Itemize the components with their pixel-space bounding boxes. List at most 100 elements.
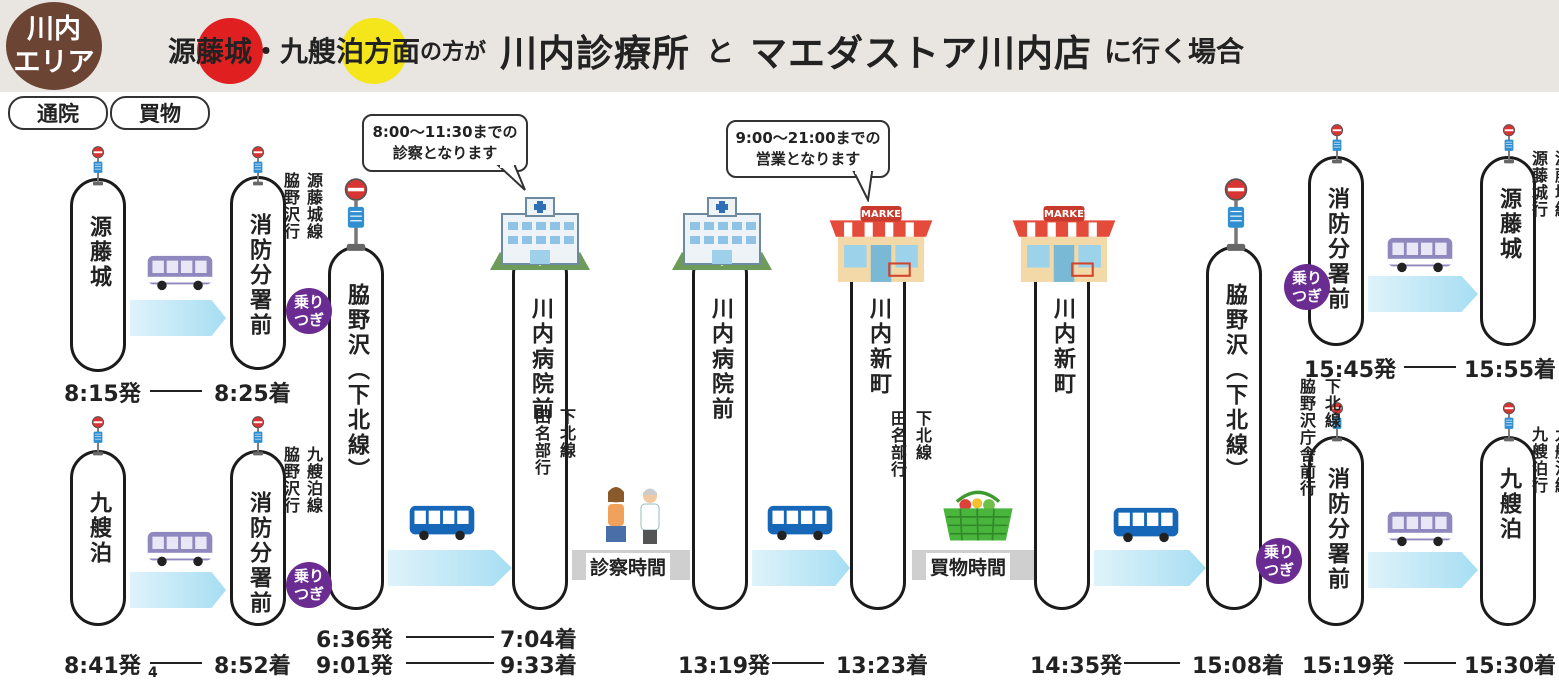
stop-label: 川内病院前 — [708, 297, 733, 422]
stop-capsule-kawauchi-shinmachi-pm2: 川内新町 — [1034, 246, 1090, 610]
bus-icon — [146, 254, 214, 292]
stop-capsule-shobo-pm2: 消防分署前 — [1308, 436, 1364, 626]
stop-label: 九艘泊 — [86, 491, 111, 566]
bus-icon — [1386, 510, 1454, 548]
bubble-line: 診察となります — [392, 144, 498, 162]
time-arrive: 8:52着 — [214, 654, 291, 679]
stop-capsule-kawauchi-hospital-pm: 川内病院前 — [692, 246, 748, 610]
time-connector — [406, 662, 494, 664]
page-title: 源藤城・九艘泊方面 の方が 川内診療所 と マエダストア川内店 に行く場合 — [168, 22, 1244, 78]
stop-capsule-shobo-am2: 消防分署前 — [230, 450, 286, 626]
stop-label: 消防分署前 — [246, 491, 271, 616]
stop-label: 源藤城 — [86, 215, 111, 290]
route-arrow — [752, 550, 850, 586]
market-sign-text: MARKET — [861, 209, 908, 220]
stop-capsule-shobo-pm: 消防分署前 — [1308, 156, 1364, 346]
stop-label: 川内新町 — [1050, 297, 1075, 397]
stop-label: 源藤城 — [1496, 187, 1521, 262]
bus-icon — [1386, 236, 1454, 274]
transfer-badge: 乗りつぎ — [286, 562, 332, 608]
bubble-line: 営業となります — [755, 150, 861, 168]
time-depart: 8:15発 — [64, 382, 141, 407]
time-arrive: 15:30着 — [1464, 654, 1557, 679]
bus-stop-icon — [342, 178, 370, 252]
bus-icon — [766, 504, 834, 542]
title-end: に行く場合 — [1104, 35, 1245, 68]
time-connector — [1404, 366, 1456, 368]
market-sign-text: MARKET — [1044, 209, 1091, 220]
route-arrow — [1368, 276, 1478, 312]
route-arrow — [1368, 552, 1478, 588]
clinic-time-label: 診察時間 — [586, 553, 671, 580]
stop-label: 川内新町 — [866, 297, 891, 397]
area-badge-line1: 川内 — [27, 14, 81, 45]
bubble-tail — [496, 164, 526, 191]
bus-icon — [146, 530, 214, 568]
bus-icon — [1112, 506, 1180, 544]
hospital-icon — [488, 196, 592, 270]
page-number: 4 — [148, 665, 158, 681]
stop-capsule-gentojo-pm: 源藤城 — [1480, 156, 1536, 346]
title-destination-clinic: 川内診療所 — [500, 32, 691, 75]
time-connector — [1404, 662, 1456, 664]
bubble-line: 8:00〜11:30までの — [372, 123, 518, 141]
stop-capsule-gentojo-am: 源藤城 — [70, 178, 126, 372]
route-label: 下北線田名部行 — [532, 408, 576, 476]
title-destination-store: マエダストア川内店 — [750, 32, 1093, 75]
bus-icon — [408, 504, 476, 542]
shopping-time-label: 買物時間 — [926, 553, 1011, 580]
time-connector — [406, 636, 494, 638]
title-part2: の方が — [420, 40, 487, 65]
route-label: 源藤城線脇野沢行 — [281, 172, 323, 240]
title-and: と — [706, 35, 735, 68]
stop-label: 消防分署前 — [1324, 467, 1349, 592]
red-circle-icon — [197, 18, 263, 84]
route-label: 下北線脇野沢庁舎前行 — [1297, 378, 1341, 497]
route-arrow — [388, 550, 512, 586]
bus-stop-icon — [86, 416, 110, 456]
time-depart: 14:35発 — [1030, 654, 1123, 679]
time-connector — [150, 662, 202, 664]
area-badge-line2: エリア — [13, 47, 95, 78]
time-connector — [772, 662, 824, 664]
stop-label: 脇野沢（下北線） — [344, 283, 369, 483]
stop-capsule-kawauchi-hospital-am: 川内病院前 — [512, 246, 568, 610]
time-arrive: 15:08着 — [1192, 654, 1285, 679]
stop-capsule-shobo-am: 消防分署前 — [230, 176, 286, 370]
stop-capsule-kusodomari-pm: 九艘泊 — [1480, 436, 1536, 626]
transfer-badge: 乗りつぎ — [286, 288, 332, 334]
tab-clinic[interactable]: 通院 — [8, 96, 108, 130]
stop-capsule-kusodomari-am: 九艘泊 — [70, 450, 126, 626]
stop-label: 九艘泊 — [1496, 467, 1521, 542]
clinic-hours-bubble: 8:00〜11:30までの診察となります — [362, 114, 528, 172]
time-depart: 9:01発 — [316, 654, 393, 679]
route-label: 源藤城線源藤城行 — [1529, 150, 1559, 218]
stop-capsule-wakinosawa-am: 脇野沢（下北線） — [328, 246, 384, 610]
stop-label: 消防分署前 — [246, 213, 271, 338]
stop-capsule-kawauchi-shinmachi-pm: 川内新町 — [850, 246, 906, 610]
bubble-line: 9:00〜21:00までの — [735, 129, 881, 147]
bubble-tail — [852, 170, 874, 202]
hospital-icon — [670, 196, 774, 270]
area-badge: 川内 エリア — [6, 2, 102, 90]
time-arrive: 13:23着 — [836, 654, 929, 679]
bus-stop-icon — [86, 146, 110, 186]
yellow-circle-icon — [341, 18, 407, 84]
bus-stop-icon — [1325, 124, 1349, 164]
time-depart: 15:19発 — [1302, 654, 1395, 679]
bus-stop-icon — [1222, 178, 1250, 252]
tab-shopping[interactable]: 買物 — [110, 96, 210, 130]
time-depart: 8:41発 — [64, 654, 141, 679]
time-arrive: 7:04着 — [500, 628, 577, 653]
basket-icon — [940, 488, 1016, 544]
route-label: 九艘泊線九艘泊行 — [1529, 426, 1559, 494]
time-depart: 15:45発 — [1304, 358, 1397, 383]
transfer-badge: 乗りつぎ — [1256, 538, 1302, 584]
time-arrive: 15:55着 — [1464, 358, 1557, 383]
doctor-patient-icon — [593, 486, 675, 546]
time-depart: 13:19発 — [678, 654, 771, 679]
stop-label: 川内病院前 — [528, 297, 553, 422]
time-depart: 6:36発 — [316, 628, 393, 653]
time-arrive: 9:33着 — [500, 654, 577, 679]
time-connector — [1124, 662, 1180, 664]
